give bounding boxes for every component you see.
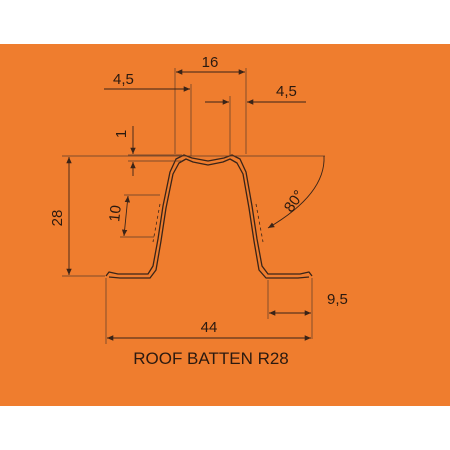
top-width-label: 16: [202, 54, 219, 71]
height-label: 28: [49, 210, 66, 227]
batten-profile: [105, 154, 313, 279]
dimension-height: 28: [49, 155, 325, 277]
flange-width-label: 9,5: [327, 291, 348, 308]
roof-batten-drawing: 16 4,5 4,5 1 28 10 80°: [0, 44, 450, 406]
dimension-thickness: 1: [113, 126, 182, 176]
angle-arc: [267, 155, 325, 229]
profile-outer-line: [105, 154, 313, 277]
dimension-line: [121, 195, 131, 237]
thickness-label: 1: [113, 130, 130, 138]
right-offset-label: 4,5: [276, 83, 297, 100]
dimension-right-offset: 4,5: [205, 83, 306, 156]
dimension-web-rib: 10: [106, 194, 160, 238]
right-web-rib: [255, 203, 264, 243]
drawing-panel: 16 4,5 4,5 1 28 10 80°: [0, 44, 450, 406]
dimension-flange-width: 9,5: [267, 278, 348, 339]
drawing-title: ROOF BATTEN R28: [133, 349, 289, 368]
dimension-top-width: 16: [174, 54, 247, 154]
dimension-base-width: 44: [105, 278, 311, 344]
profile-inner-line: [108, 158, 310, 279]
base-width-label: 44: [201, 319, 218, 336]
left-web-rib: [152, 203, 161, 243]
web-rib-label: 10: [106, 204, 125, 222]
left-offset-label: 4,5: [113, 71, 134, 88]
dimension-left-offset: 4,5: [104, 71, 192, 156]
